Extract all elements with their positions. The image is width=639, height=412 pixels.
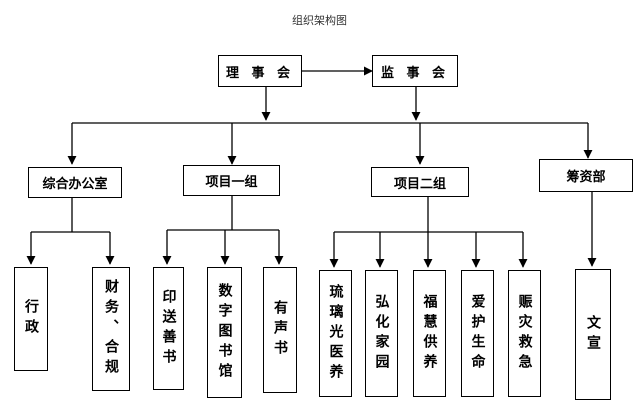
- unit-label: 数字图书馆: [216, 282, 233, 383]
- dept-box-project-group-1: 项目一组: [183, 165, 280, 196]
- unit-label: 赈灾救急: [516, 293, 533, 374]
- dept-box-fundraising: 筹资部: [539, 159, 633, 192]
- unit-label: 爱护生命: [469, 293, 486, 374]
- unit-box-digital-library: 数字图书馆: [207, 267, 242, 398]
- unit-box-print-books: 印送善书: [153, 267, 184, 390]
- unit-label: 有声书: [272, 300, 288, 360]
- unit-box-fuhui-offering: 福慧供养: [413, 270, 446, 397]
- unit-box-disaster-relief: 赈灾救急: [508, 270, 541, 397]
- unit-label: 印送善书: [160, 288, 177, 369]
- dept-box-admin-office: 综合办公室: [28, 167, 122, 198]
- unit-label: 行政: [23, 299, 39, 339]
- unit-label: 弘化家园: [373, 293, 390, 374]
- unit-box-honghua-home: 弘化家园: [365, 270, 398, 397]
- board-box: 理 事 会: [218, 55, 302, 87]
- unit-label: 福慧供养: [421, 293, 438, 374]
- unit-label: 琉璃光医养: [327, 283, 344, 384]
- unit-box-finance-compliance: 财务、合规: [92, 267, 130, 391]
- unit-label: 文宣: [585, 314, 601, 355]
- unit-box-admin: 行政: [14, 267, 48, 371]
- unit-label: 财务、合规: [103, 279, 119, 379]
- unit-box-liuliguang-care: 琉璃光医养: [319, 270, 352, 397]
- unit-box-protect-life: 爱护生命: [461, 270, 494, 397]
- unit-box-audiobooks: 有声书: [263, 267, 297, 393]
- supervisors-box: 监 事 会: [372, 55, 458, 87]
- unit-box-publicity: 文宣: [575, 269, 611, 400]
- dept-box-project-group-2: 项目二组: [371, 167, 469, 197]
- chart-title: 组织架构图: [292, 15, 347, 27]
